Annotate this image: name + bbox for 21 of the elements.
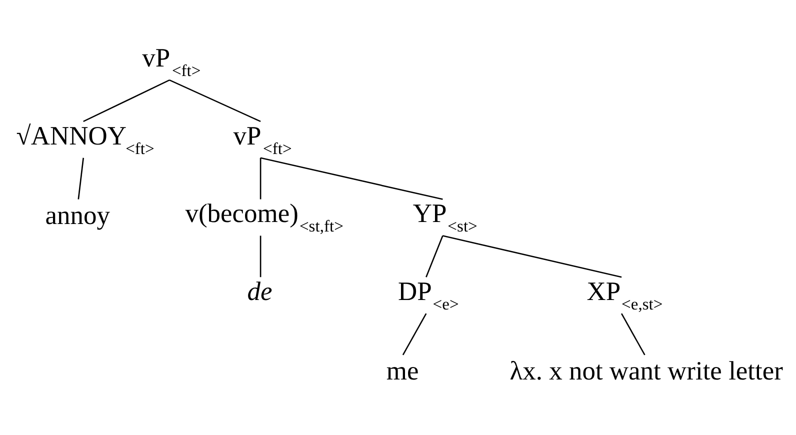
connector xyxy=(78,158,84,200)
node-text: XP$_{<e,st>}$ xyxy=(586,276,663,314)
node-text: DP$_{<e>}$ xyxy=(398,276,459,314)
connector xyxy=(442,235,622,278)
connector xyxy=(402,313,427,356)
connector xyxy=(260,157,443,200)
node-text: YP$_{<st>}$ xyxy=(412,198,478,236)
connector xyxy=(260,158,262,200)
connector xyxy=(620,313,646,356)
node-text: de xyxy=(247,276,272,306)
connector xyxy=(426,235,444,278)
node-text: λx. x not want write letter xyxy=(510,355,783,386)
node-text: √ANNOY$_{<ft>}$ xyxy=(16,120,154,158)
node-text: v(become)$_{<st,ft>}$ xyxy=(185,198,344,236)
node-text: me xyxy=(386,355,419,386)
node-text: vP$_{<ft>}$ xyxy=(142,42,201,80)
connector xyxy=(83,79,170,122)
connector xyxy=(260,236,262,278)
node-text: vP$_{<ft>}$ xyxy=(233,120,292,158)
node-text: annoy xyxy=(45,200,110,230)
connector xyxy=(169,79,261,122)
